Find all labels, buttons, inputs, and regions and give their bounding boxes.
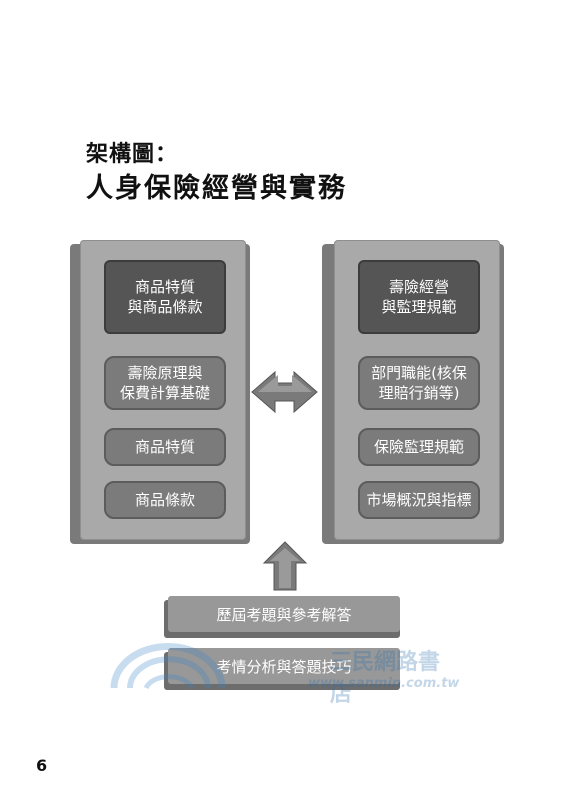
left-item-1: 壽險原理與 保費計算基礎 <box>104 356 226 410</box>
page-number: 6 <box>36 756 48 775</box>
page-title: 人身保險經營與實務 <box>86 173 347 204</box>
right-item-3: 市場概況與指標 <box>358 481 480 519</box>
up-arrow-icon <box>262 541 308 591</box>
right-item-2: 保險監理規範 <box>358 428 480 466</box>
left-header-box: 商品特質 與商品條款 <box>104 260 226 334</box>
diagram-label: 架構圖： <box>86 142 179 167</box>
double-arrow-icon <box>251 370 318 414</box>
right-item-1: 部門職能(核保 理賠行銷等) <box>358 356 480 410</box>
left-item-2: 商品特質 <box>104 428 226 466</box>
right-header-box: 壽險經營 與監理規範 <box>358 260 480 334</box>
left-item-3: 商品條款 <box>104 481 226 519</box>
